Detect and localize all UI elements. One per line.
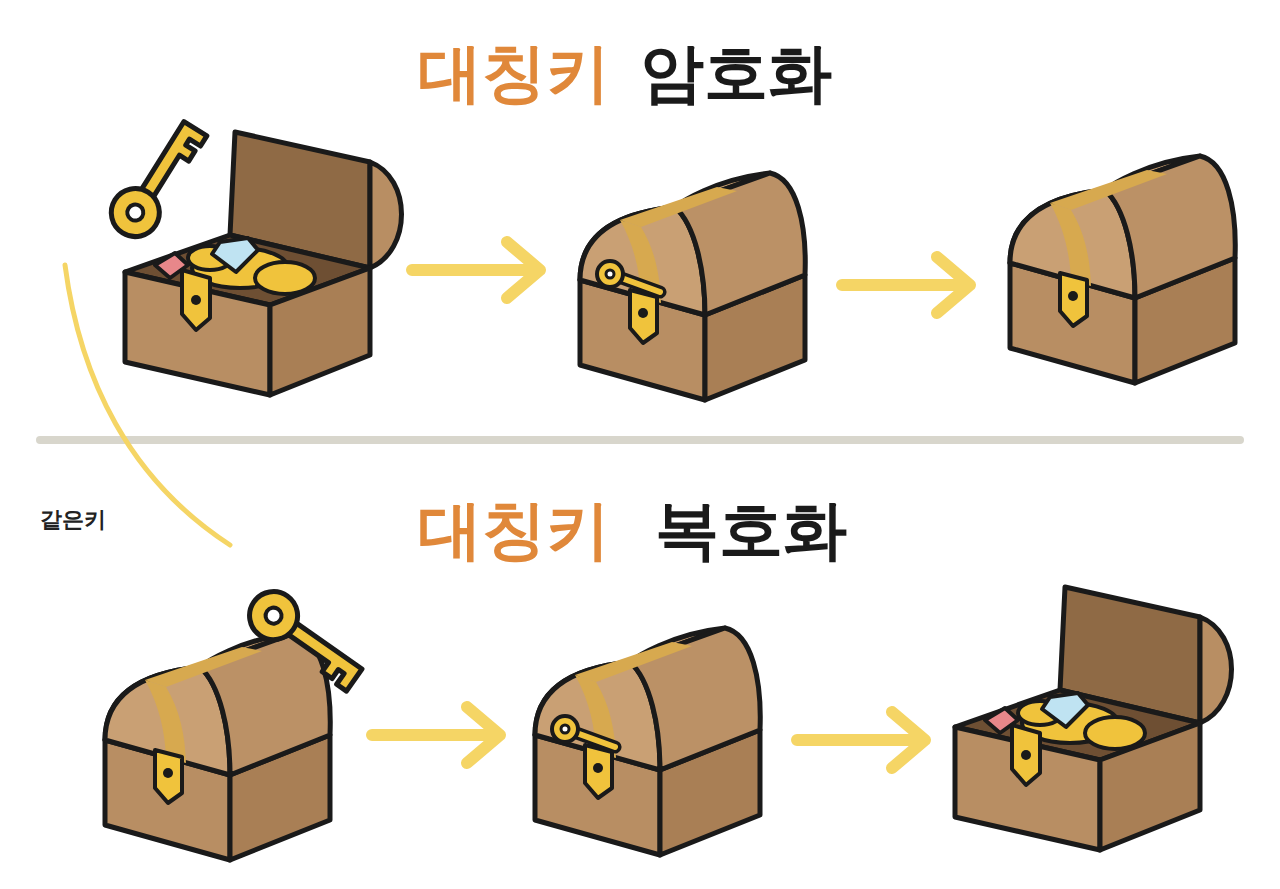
key (240, 582, 372, 694)
note: 같은키 (40, 508, 106, 532)
heading-word: 암호화 (640, 38, 832, 108)
closed-chest (535, 628, 760, 855)
inserted-key (597, 261, 660, 292)
closed-chest (105, 633, 330, 860)
divider (40, 436, 1240, 444)
heading-word: 복호화 (655, 495, 847, 565)
heading-keyword: 대칭키 (418, 38, 610, 108)
inserted-key (552, 716, 615, 747)
key (102, 113, 210, 246)
open-chest (955, 587, 1232, 850)
arrow (412, 242, 540, 298)
closed-chest (1010, 156, 1235, 383)
arrow (797, 712, 925, 768)
arrow (842, 257, 970, 313)
heading-keyword: 대칭키 (418, 495, 610, 565)
arrow (372, 707, 500, 763)
closed-chest (580, 173, 805, 400)
